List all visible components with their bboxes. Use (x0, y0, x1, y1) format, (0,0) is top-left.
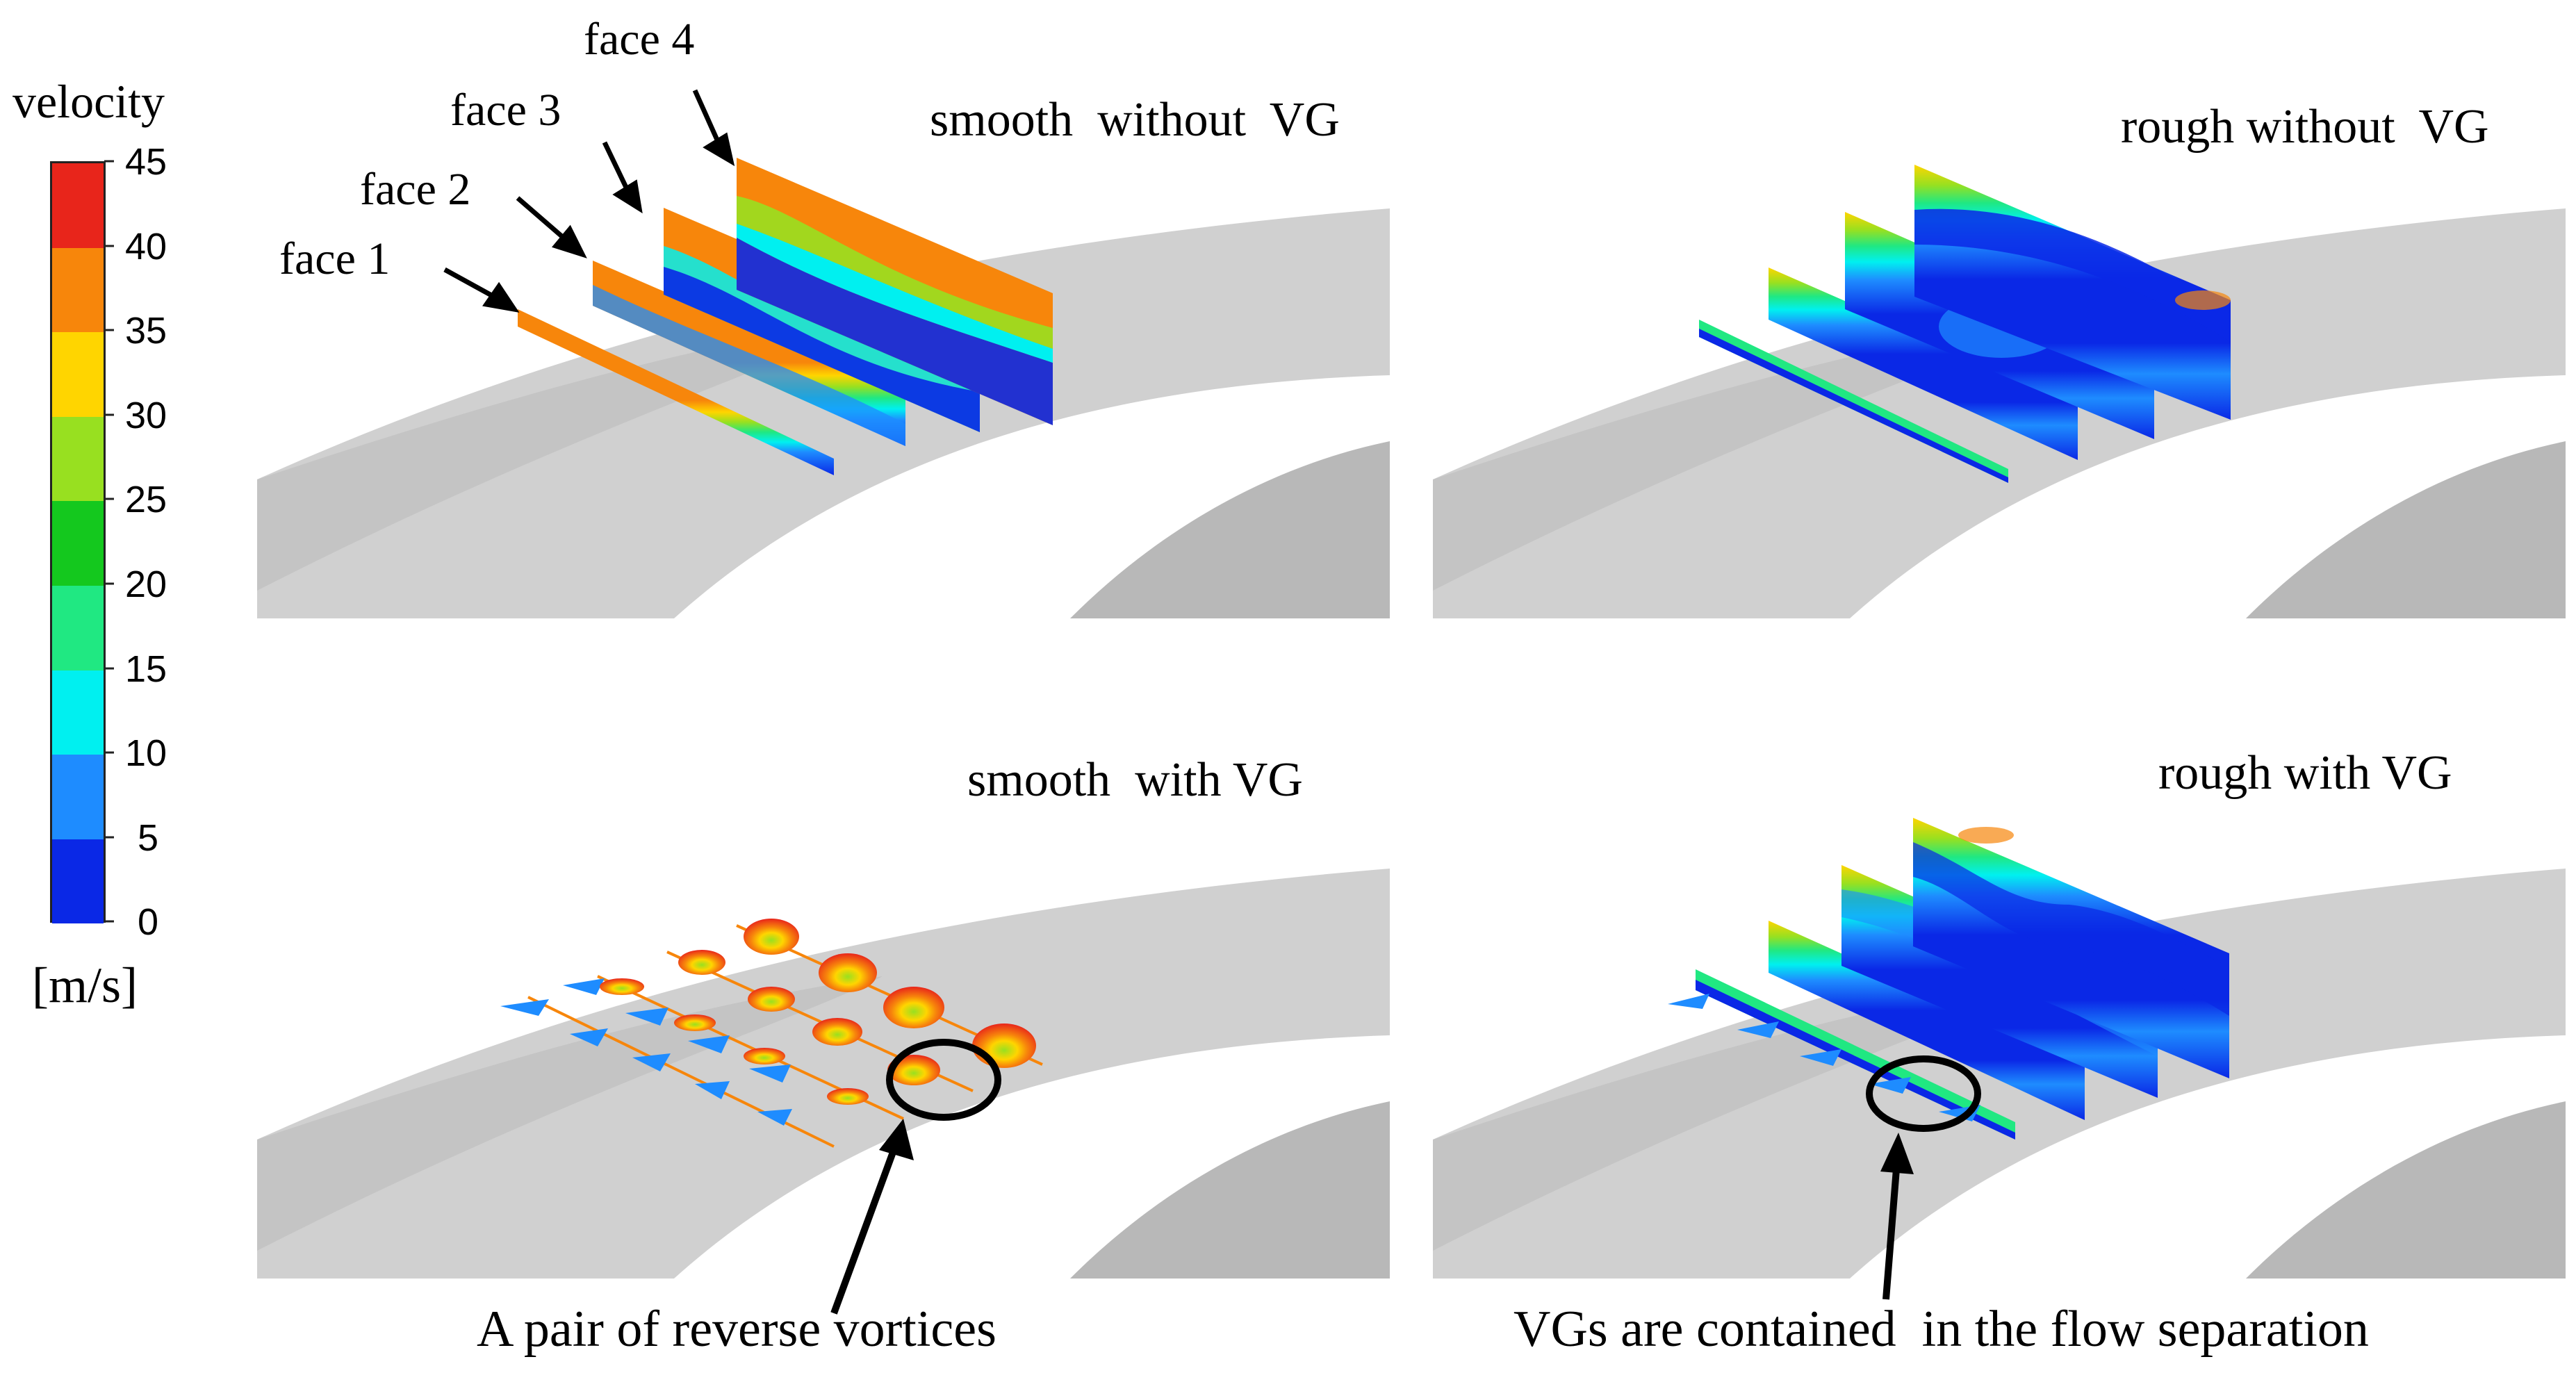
colorbar-band (52, 501, 104, 586)
face-arrows (443, 89, 735, 313)
panel-title: smooth with VG (967, 753, 1303, 807)
colorbar-band (52, 332, 104, 417)
colorbar-band (52, 585, 104, 671)
face-label: face 4 (584, 14, 695, 65)
colorbar (50, 161, 106, 924)
face-label: face 2 (360, 164, 471, 215)
face-1-contour (518, 309, 834, 475)
caption-left: A pair of reverse vortices (477, 1301, 996, 1358)
colorbar-tick-label: 45 (125, 141, 167, 183)
colorbar-tick-label: 35 (125, 310, 167, 352)
colorbar-band (52, 163, 104, 248)
colorbar-tick-label: 40 (125, 226, 167, 268)
face-1-contour (1668, 969, 2015, 1140)
caption-right: VGs are contained in the flow separation (1513, 1301, 2369, 1358)
colorbar-unit: [m/s] (32, 957, 138, 1013)
face-label: face 1 (279, 233, 391, 284)
colorbar-tick-label: 25 (125, 479, 167, 520)
face-2-contour (1769, 268, 2078, 460)
colorbar-tick-label: 5 (138, 817, 159, 859)
face-1-contour (1699, 320, 2008, 483)
face-label: face 3 (450, 85, 561, 135)
panel-title: rough with VG (2158, 746, 2452, 800)
colorbar-title: velocity (13, 75, 165, 128)
colorbar-tick-label: 15 (125, 648, 167, 690)
face-4-contour (1914, 165, 2231, 420)
highlight-circle (1866, 1055, 1981, 1132)
panel-title: smooth without VG (930, 93, 1340, 147)
vortex-contours (500, 919, 1043, 1148)
colorbar-band (52, 839, 104, 924)
colorbar-band (52, 247, 104, 333)
colorbar-band (52, 670, 104, 755)
face-2-contour (593, 261, 905, 446)
colorbar-band (52, 416, 104, 502)
airfoil-surface (257, 869, 1390, 1279)
caption-arrow (830, 1119, 914, 1315)
colorbar-tick-label: 10 (125, 732, 167, 774)
colorbar-tick-label: 0 (138, 901, 159, 943)
colorbar-band (52, 755, 104, 839)
colorbar-ticks (104, 160, 114, 923)
face-4-contour (737, 158, 1053, 425)
panel-title: rough without VG (2121, 100, 2489, 154)
colorbar-tick-label: 20 (125, 564, 167, 605)
face-2-contour (1769, 921, 2085, 1120)
caption-arrow (1880, 1133, 1914, 1300)
highlight-circle (886, 1039, 1001, 1121)
face-4-contour (1913, 818, 2229, 1078)
colorbar-tick-label: 30 (125, 395, 167, 436)
